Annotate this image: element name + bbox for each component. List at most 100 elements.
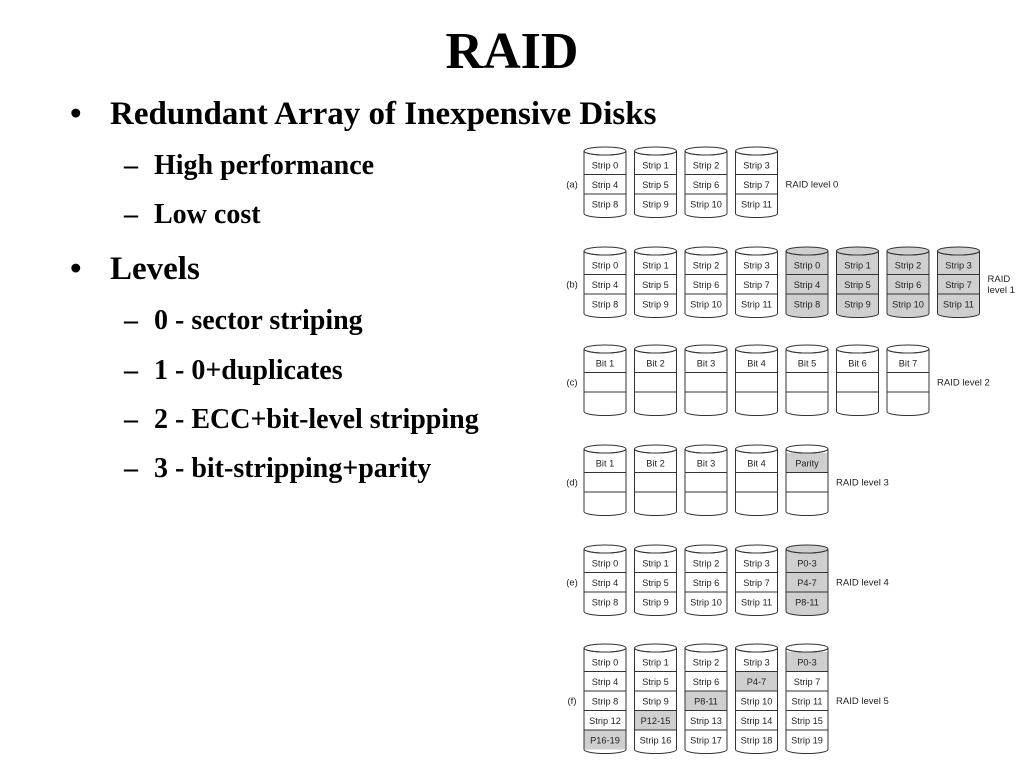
shaded-segment [786,553,828,573]
disk-body [735,349,778,416]
segment-label: Strip 10 [690,199,722,209]
segment-label: Strip 7 [945,280,972,290]
segment-label: Strip 0 [794,260,821,270]
segment-label: Bit 1 [596,458,614,468]
segment-label: Strip 7 [794,677,821,687]
disk-cap-rim [836,348,879,354]
disk-cap-rim [735,250,778,256]
segment-label: Strip 10 [892,299,924,309]
shaded-segment [635,710,676,730]
segment-label: Strip 8 [592,696,619,706]
segment-label: Strip 19 [791,735,823,745]
segment-label: Strip 6 [693,180,720,190]
disk-cap-rim [836,250,879,256]
shaded-segment [938,294,979,314]
dash-icon: – [124,199,138,230]
segment-label: Strip 5 [642,180,669,190]
segment-label: Strip 17 [690,735,722,745]
disk-cap-rim [785,250,829,256]
raid-level-label: RAID level 5 [836,696,889,707]
segment-label: Strip 18 [741,735,773,745]
disk-cap-rim [634,647,677,653]
disk: Bit 4 [735,344,778,416]
disk-cap-rim [937,250,980,256]
segment-label: Strip 4 [592,180,619,190]
disk-cap-rim [684,647,728,653]
segment-label: Strip 8 [794,299,821,309]
disk-cap-rim [785,647,829,653]
shaded-segment [736,671,777,691]
disk: Bit 4 [735,444,778,516]
disk: Strip 0 Strip 4 Strip 8 [785,246,829,318]
disk-cap-rim [684,250,728,256]
shaded-segment [837,274,878,294]
segment-label: Bit 1 [596,358,614,368]
segment-label: Strip 3 [743,657,770,667]
disk-cap-rim [583,548,627,554]
row-tag: (d) [566,477,578,488]
sub-bullet-text: 0 - sector striping [154,305,363,336]
disk-cap-rim [735,647,778,653]
disk-cap-rim [634,348,677,354]
disk-cap-rim [634,448,677,454]
disk-body [583,349,627,416]
segment-label: Strip 15 [791,716,823,726]
disk-cap-rim [785,548,829,554]
segment-label: Strip 7 [743,280,770,290]
segment-label: Strip 6 [693,677,720,687]
disk: Bit 3 [684,344,728,416]
shaded-segment [786,274,828,294]
segment-label: Strip 7 [743,578,770,588]
row-tag: (f) [568,696,577,707]
segment-label: Strip 10 [690,597,722,607]
disk-body [583,449,627,516]
disk-body [684,549,728,616]
segment-label: Strip 2 [895,260,922,270]
segment-label: Strip 7 [743,180,770,190]
disk-body [785,648,829,754]
disk-body [886,349,930,416]
shaded-segment [786,453,828,473]
sub-bullet-text: Low cost [154,199,261,230]
disk-cap-rim [583,150,627,156]
disk-cap-rim [735,150,778,156]
bullet-icon: • [70,251,82,287]
shaded-segment [887,255,929,275]
disk-body [735,251,778,318]
shaded-segment [584,730,626,750]
disk: Parity [785,444,829,516]
segment-label: Strip 10 [741,696,773,706]
disk-cap-rim [785,348,829,354]
disk-body [583,549,627,616]
shaded-segment [786,592,828,612]
segment-label: Strip 4 [794,280,821,290]
sub-bullet-text: 1 - 0+duplicates [154,355,343,386]
segment-label: Strip 8 [592,299,619,309]
row-tag: (b) [566,279,578,290]
disk: Bit 3 [684,444,728,516]
segment-label: Bit 2 [646,358,664,368]
segment-label: Bit 2 [646,458,664,468]
segment-label: Strip 3 [743,558,770,568]
row-tag: (c) [566,377,577,388]
disk-body [735,151,778,218]
raid-level-label: RAID level 0 [786,179,839,190]
segment-label: Strip 6 [693,578,720,588]
raid-level-label: RAID level 2 [937,377,990,388]
segment-label: Strip 5 [642,677,669,687]
shaded-segment [786,652,828,672]
segment-label: Strip 0 [592,657,619,667]
segment-label: Strip 2 [693,657,720,667]
slide-title: RAID [445,23,579,80]
sub-bullet-text: High performance [154,150,375,181]
segment-label: Strip 2 [693,160,720,170]
